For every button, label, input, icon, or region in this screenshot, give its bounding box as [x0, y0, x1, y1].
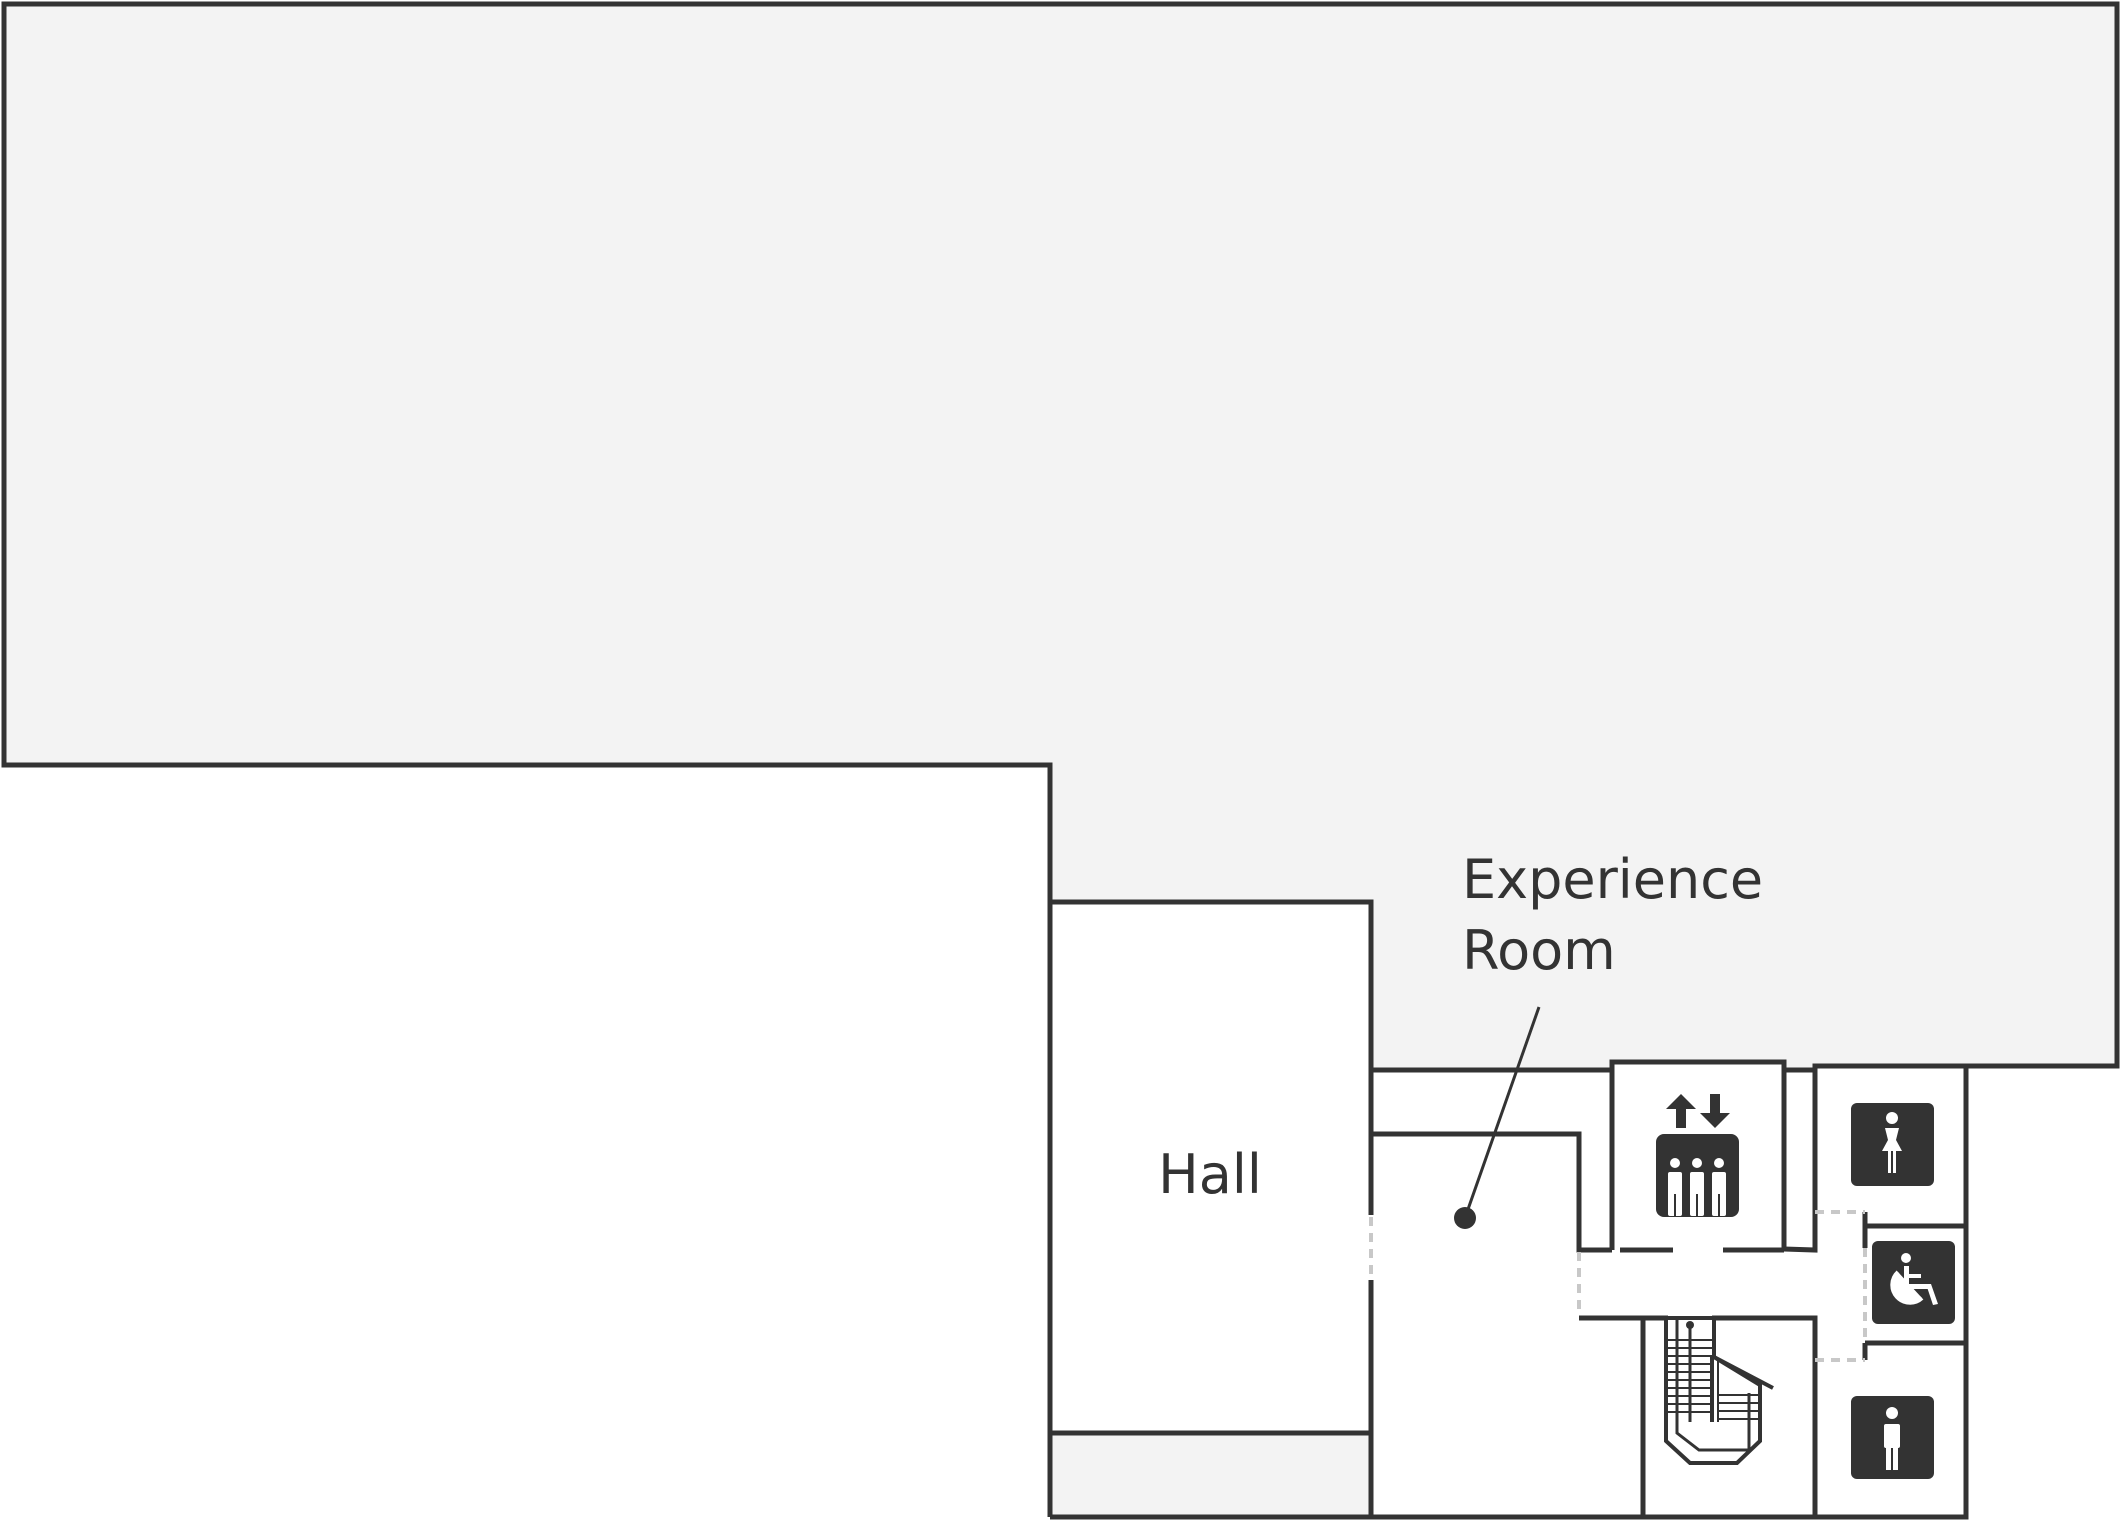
building-outline-gray — [1, 1, 2120, 1073]
elevator-icon — [1656, 1094, 1739, 1217]
walls — [1047, 899, 1969, 1520]
gray-strip-below-hall — [1050, 1433, 1370, 1517]
hall-label: Hall — [1158, 1143, 1262, 1206]
hall-room — [1050, 902, 1370, 1433]
door-openings — [1369, 1210, 1867, 1362]
experience-room-label-line1: Experience — [1462, 848, 1763, 911]
experience-room-leader-line — [1464, 1006, 1541, 1216]
experience-room-marker — [1454, 1207, 1476, 1229]
corridor-area — [1580, 1250, 1820, 1318]
stairs-icon — [1664, 1316, 1774, 1465]
mens-restroom-icon — [1851, 1396, 1934, 1479]
experience-room-area — [1370, 1134, 1580, 1517]
womens-restroom-icon — [1851, 1103, 1934, 1186]
corridor-right — [1815, 1212, 1865, 1360]
stairs-room — [1643, 1318, 1815, 1517]
accessible-restroom-icon — [1872, 1241, 1955, 1324]
experience-room-label-line2: Room — [1462, 919, 1616, 982]
